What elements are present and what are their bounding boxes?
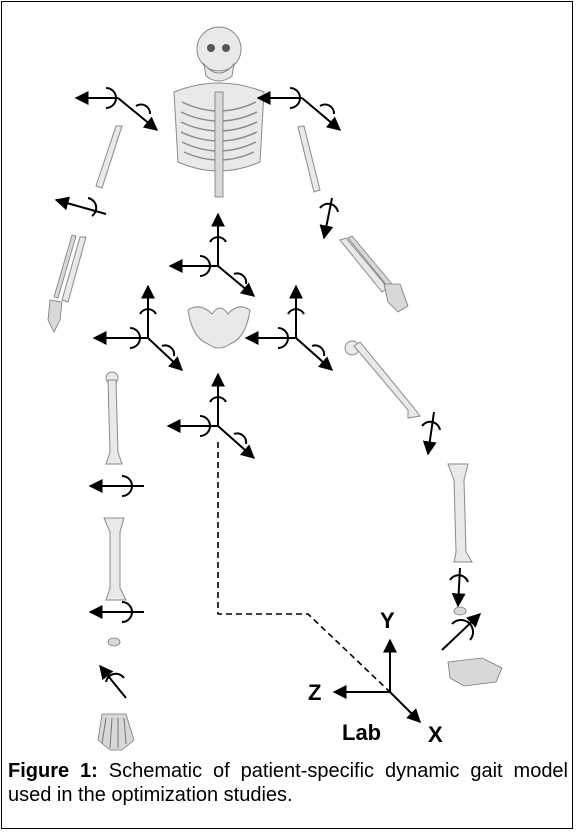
skull-and-torso	[174, 27, 264, 197]
lab-z-label: Z	[308, 680, 321, 705]
right-knee-joint-axis	[422, 412, 440, 454]
right-subtalar-joint-axis	[442, 614, 480, 650]
lab-frame-label: Lab	[342, 720, 381, 745]
left-femur-bone	[106, 372, 122, 464]
left-tibia-bone	[104, 518, 126, 600]
figure-caption: Figure 1: Schematic of patient-specific …	[8, 759, 568, 807]
left-hand-bones	[48, 300, 62, 332]
right-foot-bones	[448, 658, 502, 686]
right-femur-bone	[345, 341, 420, 418]
left-elbow-joint-axis	[56, 198, 106, 216]
left-subtalar-joint-axis	[100, 666, 126, 698]
left-foot-bones	[98, 714, 134, 750]
torso-joint-axes	[170, 214, 254, 296]
caption-prefix: Figure 1:	[8, 760, 98, 782]
right-hand-bones	[384, 284, 408, 312]
right-elbow-joint-axis	[320, 198, 338, 238]
right-shoulder-joint-axes	[258, 88, 340, 130]
left-shoulder-joint-axes	[76, 88, 157, 130]
left-hip-joint-axes	[94, 286, 182, 370]
pelvis-bone	[188, 307, 250, 348]
lab-y-label: Y	[380, 608, 395, 633]
right-ankle-joint-axis	[450, 568, 468, 606]
right-upper-arm-bone	[298, 126, 320, 192]
right-talus-bone	[454, 607, 466, 615]
left-upper-arm-bone	[96, 126, 122, 188]
right-tibia-bone	[448, 464, 472, 562]
right-hip-joint-axes	[246, 286, 332, 370]
pelvis-root-joint-axes	[168, 374, 254, 458]
gait-model-diagram: Y Z X Lab	[2, 2, 574, 762]
left-ankle-joint-axis	[90, 602, 144, 622]
left-forearm-bones	[54, 235, 86, 302]
left-talus-bone	[108, 638, 120, 646]
root-to-lab-dashed-line	[218, 442, 390, 692]
lab-x-label: X	[428, 722, 443, 747]
left-knee-joint-axis	[90, 476, 144, 496]
